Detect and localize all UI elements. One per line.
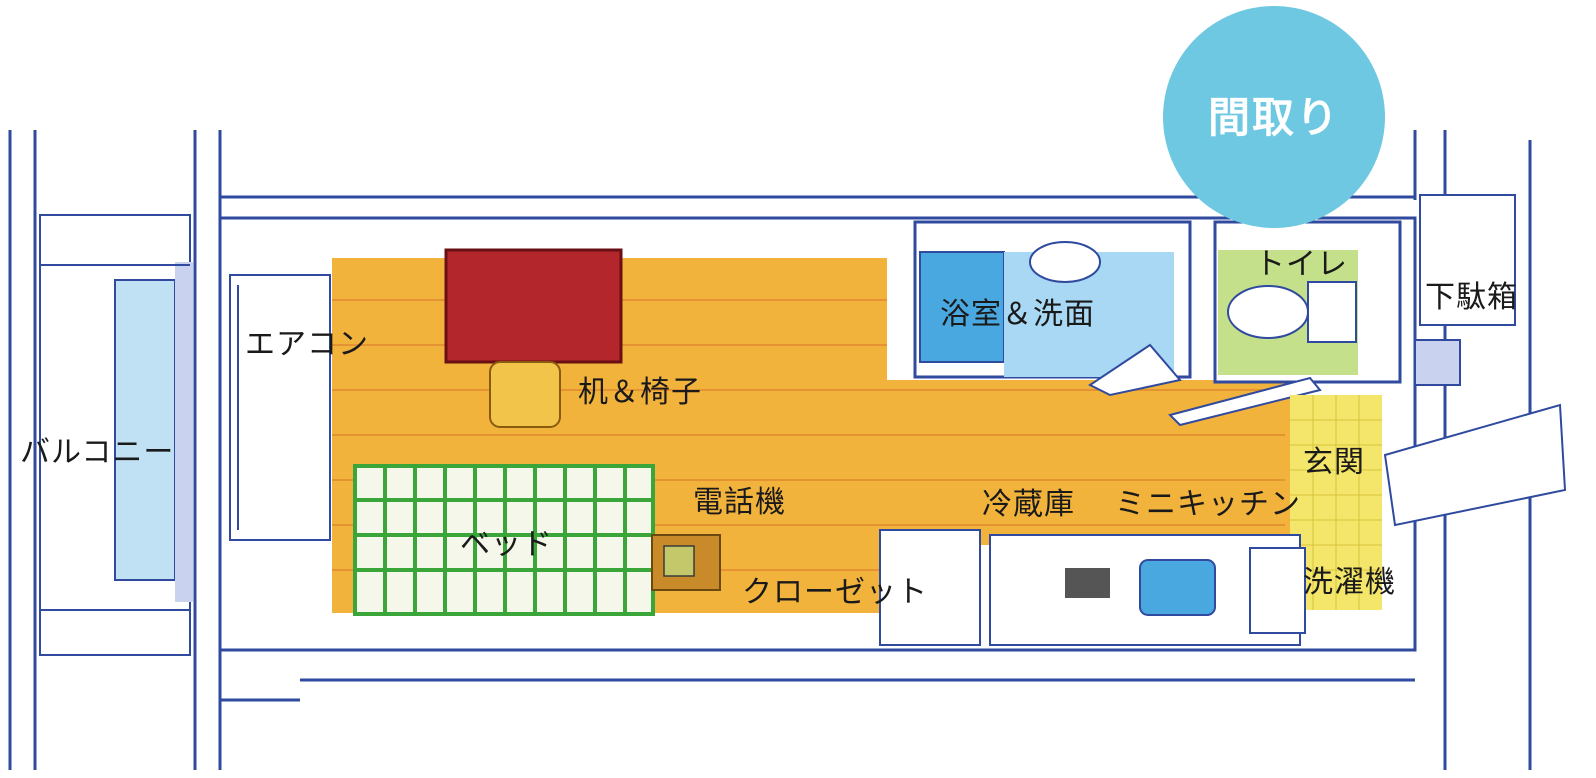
label-closet: クローゼット xyxy=(742,575,928,610)
label-bath: 浴室＆洗面 xyxy=(940,297,1095,332)
label-bed: ベッド xyxy=(460,527,553,562)
title-badge-text: 間取り xyxy=(1207,93,1340,142)
window xyxy=(229,274,331,541)
label-phone: 電話機 xyxy=(693,485,786,520)
label-fridge: 冷蔵庫 xyxy=(982,487,1075,522)
balcony xyxy=(39,214,193,656)
shoe-cabinet-and-door xyxy=(1383,194,1567,527)
label-kitchen: ミニキッチン xyxy=(1115,487,1301,522)
label-entrance: 玄関 xyxy=(1303,445,1365,480)
label-desk: 机＆椅子 xyxy=(578,375,702,410)
bathroom xyxy=(913,220,1192,397)
bed xyxy=(353,464,655,616)
label-balcony: バルコニー xyxy=(20,435,175,470)
walls xyxy=(8,130,1532,770)
kitchen-counter xyxy=(879,529,1306,646)
label-shoebox: 下駄箱 xyxy=(1425,280,1518,315)
label-washer: 洗濯機 xyxy=(1303,565,1396,600)
desk-and-chair xyxy=(444,248,623,428)
telephone xyxy=(651,534,721,591)
label-toilet: トイレ xyxy=(1255,247,1348,282)
label-aircon: エアコン xyxy=(245,327,369,362)
title-badge: 間取り xyxy=(1163,6,1385,228)
